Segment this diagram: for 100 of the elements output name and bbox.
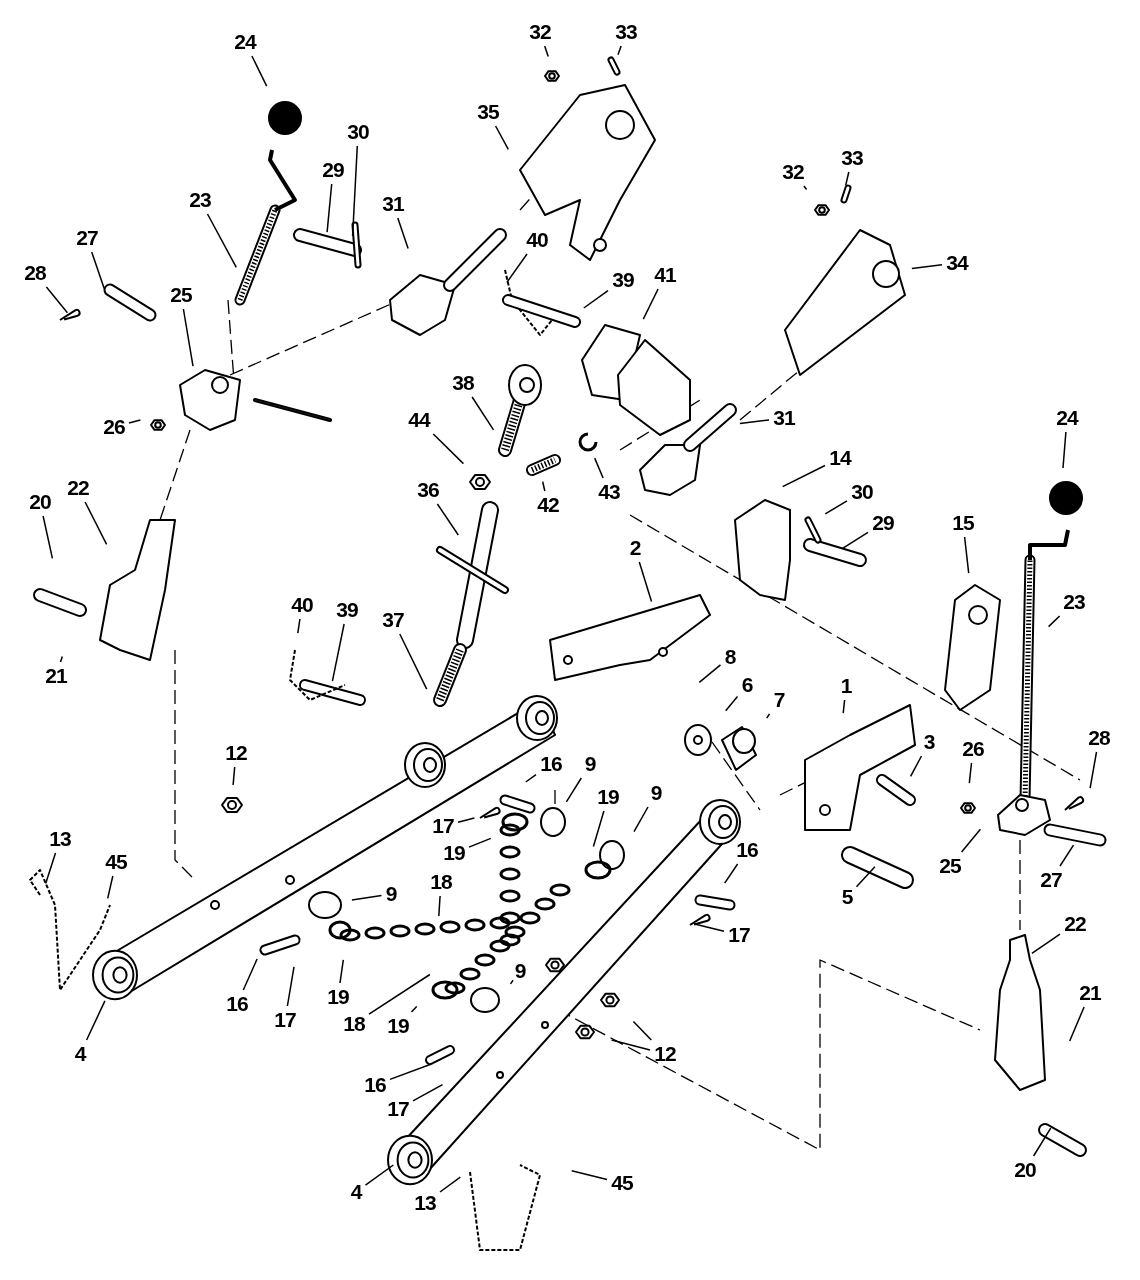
callout-number: 23 <box>1063 591 1085 613</box>
leader-line <box>251 55 268 87</box>
callout-number: 4 <box>74 1043 86 1065</box>
leader-line <box>781 464 826 488</box>
callout-number: 21 <box>45 665 67 687</box>
callout-number: 8 <box>724 646 736 668</box>
leader-line <box>593 457 604 479</box>
leader-line <box>439 1176 462 1193</box>
leader-line <box>617 45 622 56</box>
callout-number: 36 <box>417 479 439 501</box>
callout-number: 19 <box>327 986 349 1008</box>
leader-line <box>397 217 409 250</box>
leader-line <box>45 286 69 314</box>
callout-number: 28 <box>1088 727 1110 749</box>
leader-line <box>1062 431 1067 469</box>
leader-line <box>399 633 428 690</box>
callout-number: 35 <box>477 101 499 123</box>
callout-number: 17 <box>387 1098 409 1120</box>
leader-line <box>963 536 970 574</box>
leader-line <box>368 973 431 1015</box>
callout-number: 20 <box>1014 1159 1036 1181</box>
callout-number: 45 <box>611 1172 633 1194</box>
leader-line <box>331 623 345 682</box>
callout-number: 18 <box>430 871 452 893</box>
callout-number: 34 <box>946 252 968 274</box>
leader-line <box>765 713 771 719</box>
leader-line <box>1031 933 1061 955</box>
callout-number: 16 <box>540 753 562 775</box>
leader-line <box>286 966 295 1007</box>
leader-line <box>1059 844 1075 867</box>
leader-line <box>339 959 345 984</box>
callout-number: 21 <box>1079 982 1101 1004</box>
callout-number: 39 <box>336 599 358 621</box>
leader-line <box>206 213 238 269</box>
leader-line <box>59 655 64 663</box>
leader-line <box>842 699 846 714</box>
leader-line <box>242 958 258 991</box>
leader-line <box>724 695 739 712</box>
callout-number: 29 <box>322 159 344 181</box>
callout-number: 19 <box>597 786 619 808</box>
callout-number: 22 <box>1064 913 1086 935</box>
callout-number: 20 <box>29 491 51 513</box>
leader-line <box>457 817 476 823</box>
callout-number: 15 <box>952 512 974 534</box>
callout-number: 33 <box>841 147 863 169</box>
leader-line <box>84 501 108 546</box>
callout-number: 32 <box>782 161 804 183</box>
callout-number: 18 <box>343 1013 365 1035</box>
callout-number: 30 <box>347 121 369 143</box>
callout-number: 16 <box>226 993 248 1015</box>
leader-line <box>698 664 722 684</box>
callout-number: 16 <box>736 839 758 861</box>
callout-number: 25 <box>170 284 192 306</box>
leader-line <box>128 419 142 424</box>
callout-number: 23 <box>189 189 211 211</box>
leader-line <box>525 773 537 783</box>
callout-number: 9 <box>650 782 662 804</box>
leader-line <box>494 125 510 151</box>
leader-line <box>326 183 333 233</box>
leader-line <box>844 171 850 187</box>
leader-line <box>436 503 460 536</box>
leader-line <box>583 289 609 309</box>
callout-number: 13 <box>414 1192 436 1214</box>
callout-number: 33 <box>615 21 637 43</box>
callout-number: 13 <box>49 828 71 850</box>
callout-number: 43 <box>598 481 620 503</box>
callout-number: 26 <box>103 416 125 438</box>
leader-line <box>389 1063 432 1081</box>
callout-number: 17 <box>274 1009 296 1031</box>
leader-line <box>90 251 105 290</box>
leader-line <box>351 894 383 901</box>
callout-number: 24 <box>1056 407 1078 429</box>
callout-number: 25 <box>939 855 961 877</box>
leader-line <box>232 766 236 786</box>
callout-number: 24 <box>234 31 256 53</box>
leader-line <box>106 875 114 900</box>
leader-line <box>693 923 725 933</box>
callout-number: 4 <box>350 1181 362 1203</box>
leader-line <box>824 500 848 515</box>
leader-line <box>1068 1006 1085 1042</box>
callout-number: 12 <box>654 1043 676 1065</box>
callout-number: 9 <box>584 753 596 775</box>
callout-number: 27 <box>1040 869 1062 891</box>
leader-line <box>438 895 441 917</box>
callout-number: 41 <box>654 264 676 286</box>
leader-line <box>570 1170 608 1181</box>
callout-number: 19 <box>443 842 465 864</box>
callout-number: 9 <box>514 960 526 982</box>
leader-line <box>803 185 808 191</box>
leader-line <box>509 979 514 985</box>
leader-line <box>968 762 973 784</box>
leader-line <box>642 288 659 320</box>
callout-number: 16 <box>364 1074 386 1096</box>
leader-line <box>1089 751 1098 789</box>
callout-number: 29 <box>872 512 894 534</box>
callout-number: 42 <box>537 494 559 516</box>
callout-number: 31 <box>773 407 795 429</box>
leader-line <box>543 45 549 58</box>
leader-line <box>723 863 739 884</box>
leader-line <box>633 806 649 833</box>
